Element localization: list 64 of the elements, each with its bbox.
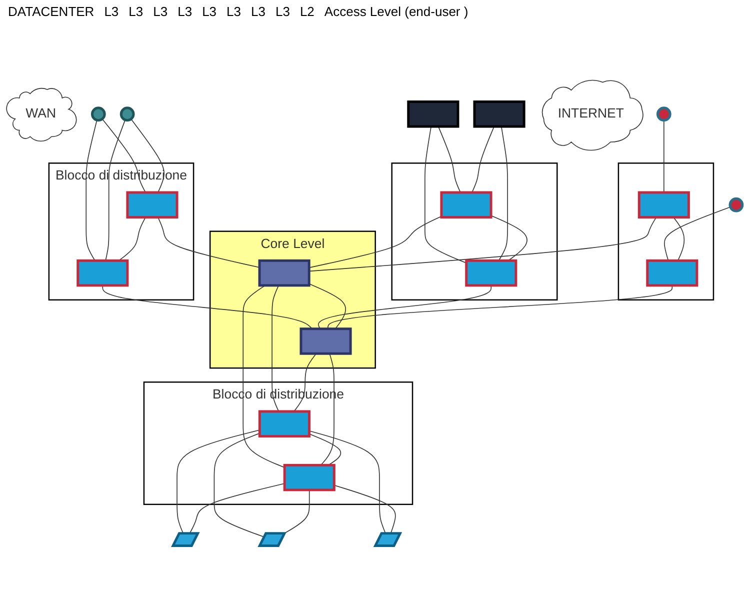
node-box bbox=[76, 259, 129, 287]
connector bbox=[242, 285, 285, 468]
connector bbox=[320, 353, 334, 466]
connector bbox=[283, 490, 310, 534]
node-circle bbox=[120, 106, 135, 122]
label-text: L2 bbox=[300, 4, 314, 19]
label-text: L3 bbox=[275, 4, 290, 19]
connector bbox=[272, 285, 280, 412]
connector bbox=[308, 283, 346, 330]
connector bbox=[118, 216, 146, 262]
node-circle bbox=[90, 106, 106, 122]
connector bbox=[490, 215, 528, 262]
node-box bbox=[258, 259, 310, 287]
node-box bbox=[646, 259, 698, 287]
connector bbox=[424, 126, 467, 264]
label-text: Access Level (end-user ) bbox=[324, 4, 468, 19]
connector bbox=[308, 216, 657, 272]
connector bbox=[102, 118, 146, 193]
connector bbox=[318, 285, 492, 330]
connector bbox=[214, 432, 265, 538]
connector bbox=[308, 430, 386, 534]
connector bbox=[102, 285, 313, 330]
cluster bbox=[391, 162, 558, 300]
label-text: L3 bbox=[251, 4, 266, 19]
node-box bbox=[473, 100, 526, 128]
node-box bbox=[440, 191, 492, 218]
node-box bbox=[258, 410, 310, 438]
connector bbox=[498, 126, 508, 262]
label-text: L3 bbox=[128, 4, 144, 19]
label-text: DATACENTER bbox=[8, 4, 94, 19]
node-box bbox=[373, 532, 402, 547]
connector bbox=[105, 120, 126, 262]
node-box bbox=[407, 100, 460, 128]
label-text: L3 bbox=[202, 4, 217, 19]
node-box bbox=[300, 328, 352, 355]
cluster: Core Level bbox=[209, 230, 376, 369]
node-box bbox=[258, 532, 286, 547]
label-text: L3 bbox=[178, 4, 192, 19]
node-box bbox=[171, 532, 200, 547]
connector bbox=[130, 118, 164, 193]
connector bbox=[176, 430, 260, 534]
node-box bbox=[465, 259, 518, 287]
cluster bbox=[618, 162, 714, 300]
label-text: L3 bbox=[153, 4, 168, 19]
node-box bbox=[638, 191, 690, 218]
connector bbox=[673, 216, 685, 262]
connector bbox=[189, 483, 285, 534]
connector bbox=[334, 484, 396, 534]
connector bbox=[86, 120, 98, 262]
connector bbox=[472, 126, 494, 193]
connector bbox=[327, 285, 673, 330]
node-box bbox=[283, 464, 336, 492]
node-box bbox=[126, 191, 178, 218]
node-circle bbox=[656, 106, 672, 122]
node-circle bbox=[728, 197, 744, 212]
label-text: L3 bbox=[226, 4, 242, 19]
connector bbox=[308, 216, 442, 268]
connector bbox=[294, 353, 317, 412]
connector bbox=[158, 216, 260, 268]
connector bbox=[438, 126, 461, 193]
connector bbox=[308, 433, 342, 466]
connector bbox=[664, 206, 731, 262]
connector bbox=[663, 120, 664, 193]
label-text: L3 bbox=[104, 4, 119, 19]
